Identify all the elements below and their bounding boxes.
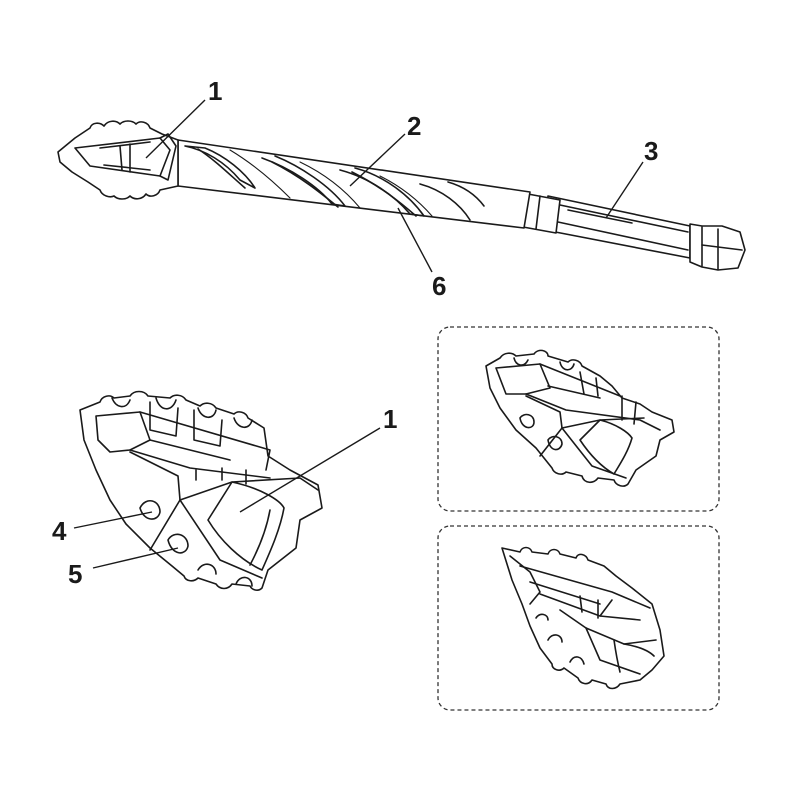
inset-frame-bottom xyxy=(437,525,720,711)
cutting-head-detail: 1 4 5 xyxy=(52,390,397,591)
callout-4: 4 xyxy=(52,516,67,546)
callout-1-detail: 1 xyxy=(383,404,397,434)
callout-2: 2 xyxy=(407,111,421,141)
drill-bit-full-view: 1 2 3 6 xyxy=(57,76,746,301)
inset-frame-top xyxy=(437,326,720,512)
inset-view-top xyxy=(437,326,720,512)
callout-6: 6 xyxy=(432,271,446,301)
inset-view-bottom xyxy=(437,525,720,711)
fluted-body xyxy=(177,139,531,229)
cutting-head xyxy=(57,120,179,200)
callout-3: 3 xyxy=(644,136,658,166)
callout-1-top: 1 xyxy=(208,76,222,106)
hex-shank xyxy=(544,195,746,271)
callout-5: 5 xyxy=(68,559,82,589)
